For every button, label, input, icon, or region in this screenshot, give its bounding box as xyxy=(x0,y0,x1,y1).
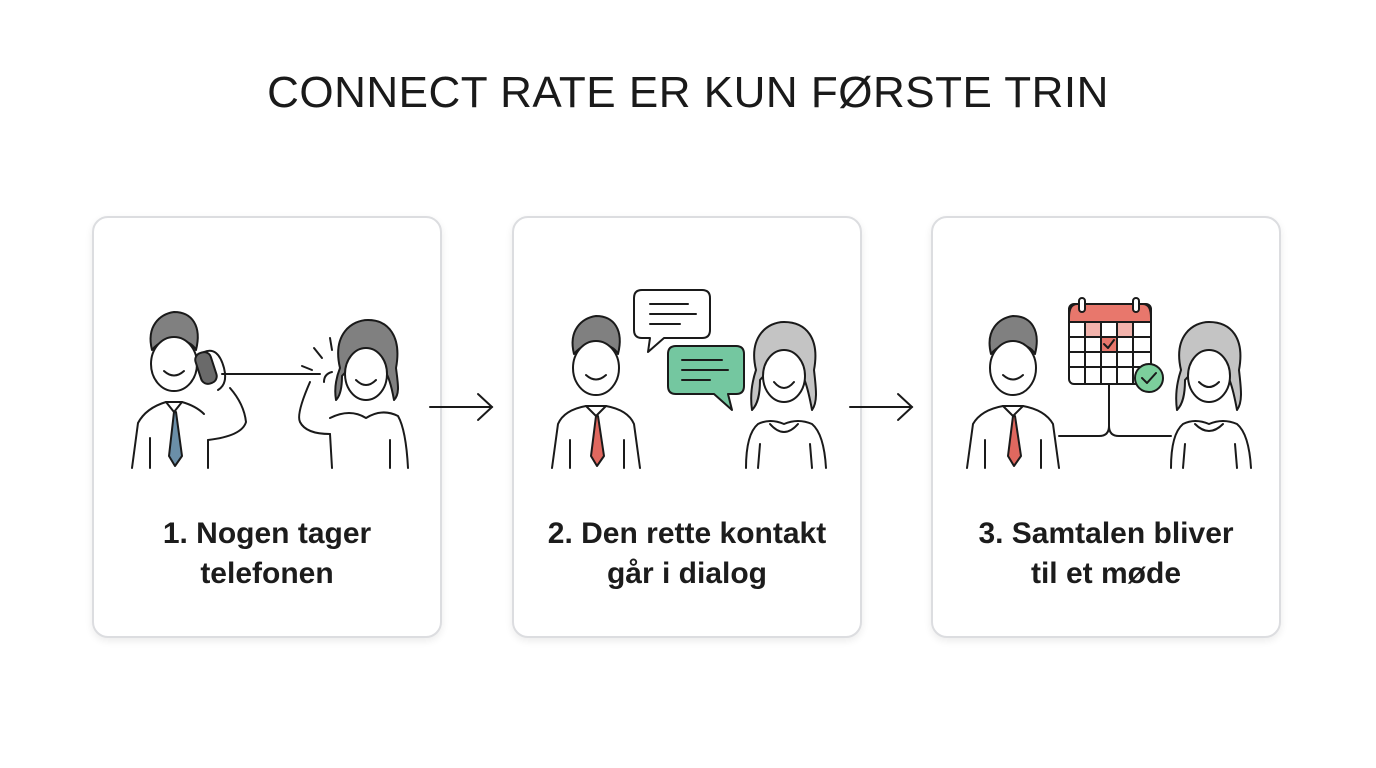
calendar-icon xyxy=(1068,297,1152,385)
phone-call-illustration xyxy=(131,311,409,469)
arrow-right-icon xyxy=(849,393,914,421)
step-card-1: 1. Nogen tager telefonen xyxy=(92,216,442,638)
step-2-line-2: går i dialog xyxy=(606,557,768,590)
step-3-line-1: 3. Samtalen bliver xyxy=(978,517,1234,550)
man-figure xyxy=(551,315,641,469)
phone-icon xyxy=(194,351,218,385)
man-figure xyxy=(131,311,247,469)
step-1-caption: 1. Nogen tager telefonen xyxy=(94,514,440,594)
step-1-line-2: telefonen xyxy=(200,557,334,590)
step-1-line-1: 1. Nogen tager xyxy=(162,517,372,550)
connector-line xyxy=(1058,383,1110,437)
woman-figure xyxy=(298,319,409,469)
speech-bubble-green-icon xyxy=(667,345,745,411)
page-title: CONNECT RATE ER KUN FØRSTE TRIN xyxy=(267,68,1109,117)
dialog-illustration xyxy=(551,289,827,469)
step-card-2: 2. Den rette kontakt går i dialog xyxy=(512,216,862,638)
step-card-3: 3. Samtalen bliver til et møde xyxy=(931,216,1281,638)
check-icon xyxy=(1134,363,1164,393)
step-2-line-1: 2. Den rette kontakt xyxy=(547,517,827,550)
meeting-illustration xyxy=(966,297,1252,469)
man-figure xyxy=(966,315,1060,469)
step-2-caption: 2. Den rette kontakt går i dialog xyxy=(514,514,860,594)
woman-figure xyxy=(1170,321,1252,469)
step-3-line-2: til et møde xyxy=(1030,557,1181,590)
speech-bubble-icon xyxy=(633,289,711,353)
woman-figure xyxy=(745,321,827,469)
arrow-right-icon xyxy=(429,393,494,421)
step-3-caption: 3. Samtalen bliver til et møde xyxy=(933,514,1279,594)
